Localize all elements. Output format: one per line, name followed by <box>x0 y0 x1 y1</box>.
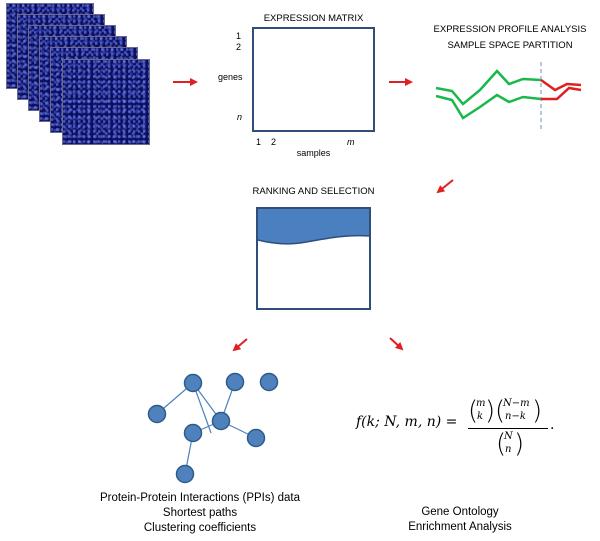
network-node-icon <box>211 411 231 431</box>
network-caption: Protein-Protein Interactions (PPIs) data… <box>85 491 315 536</box>
network-node-icon <box>175 464 195 484</box>
profile-line-red-2 <box>541 86 582 101</box>
profile-line-green-2 <box>435 93 542 120</box>
network-node-icon <box>246 428 266 448</box>
matrix-row-label-n: n <box>237 112 243 122</box>
matrix-title: EXPRESSION MATRIX <box>263 13 364 24</box>
arrow-icon <box>436 179 454 194</box>
matrix-col-label-m: m <box>347 137 355 147</box>
binom-m: m <box>476 398 486 409</box>
matrix-row-label-2: 2 <box>236 42 242 52</box>
arrow-icon <box>389 337 404 351</box>
enrichment-caption-line1: Gene Ontology <box>421 506 499 518</box>
expression-matrix-box <box>252 27 375 132</box>
profile-title-line2: SAMPLE SPACE PARTITION <box>447 40 573 51</box>
matrix-col-label-2: 2 <box>271 137 277 147</box>
formula-denominator: ( N n ) <box>496 429 525 459</box>
selected-top-region <box>258 209 369 244</box>
network-node-icon <box>183 373 203 393</box>
profile-line-red-1 <box>540 78 582 92</box>
matrix-samples-label: samples <box>296 148 331 158</box>
network-caption-line2: Shortest paths <box>162 507 238 519</box>
expression-profile-plot <box>435 62 582 130</box>
binom-N: N <box>504 431 513 442</box>
binom-k: k <box>477 411 484 422</box>
profile-title-line1: EXPRESSION PROFILE ANALYSIS <box>433 24 587 35</box>
enrichment-caption: Gene Ontology Enrichment Analysis <box>370 505 550 535</box>
enrichment-caption-line2: Enrichment Analysis <box>408 521 512 533</box>
ppi-network <box>156 381 257 475</box>
network-node-icon <box>225 372 245 392</box>
matrix-row-label-1: 1 <box>236 31 242 41</box>
network-node-icon <box>259 372 279 392</box>
binom-n-minus-m: N−m <box>503 398 530 409</box>
formula-period: . <box>550 417 555 433</box>
hypergeometric-formula: f(k; N, m, n) = ( m k ) ( N−m n−k ) ( N … <box>356 397 566 461</box>
ppi-nodes <box>147 372 279 484</box>
network-caption-line1: Protein-Protein Interactions (PPIs) data <box>99 492 301 504</box>
matrix-col-label-1: 1 <box>256 137 262 147</box>
microarray-stack <box>0 0 160 150</box>
network-node-icon <box>147 404 167 424</box>
ranking-title: RANKING AND SELECTION <box>252 186 375 197</box>
formula-lhs: f(k; N, m, n) = <box>356 414 458 430</box>
arrow-icon <box>232 338 248 352</box>
matrix-genes-label: genes <box>218 72 243 82</box>
network-node-icon <box>183 423 203 443</box>
profile-line-green-1 <box>435 69 542 106</box>
binom-n-minus-k: n−k <box>505 411 526 422</box>
binom-n: n <box>505 444 512 455</box>
fraction-bar <box>468 428 548 429</box>
microarray-image <box>62 59 150 145</box>
ranking-box <box>256 207 371 310</box>
formula-numerator: ( m k ) ( N−m n−k ) <box>468 396 543 426</box>
network-caption-line3: Clustering coefficients <box>143 522 257 534</box>
